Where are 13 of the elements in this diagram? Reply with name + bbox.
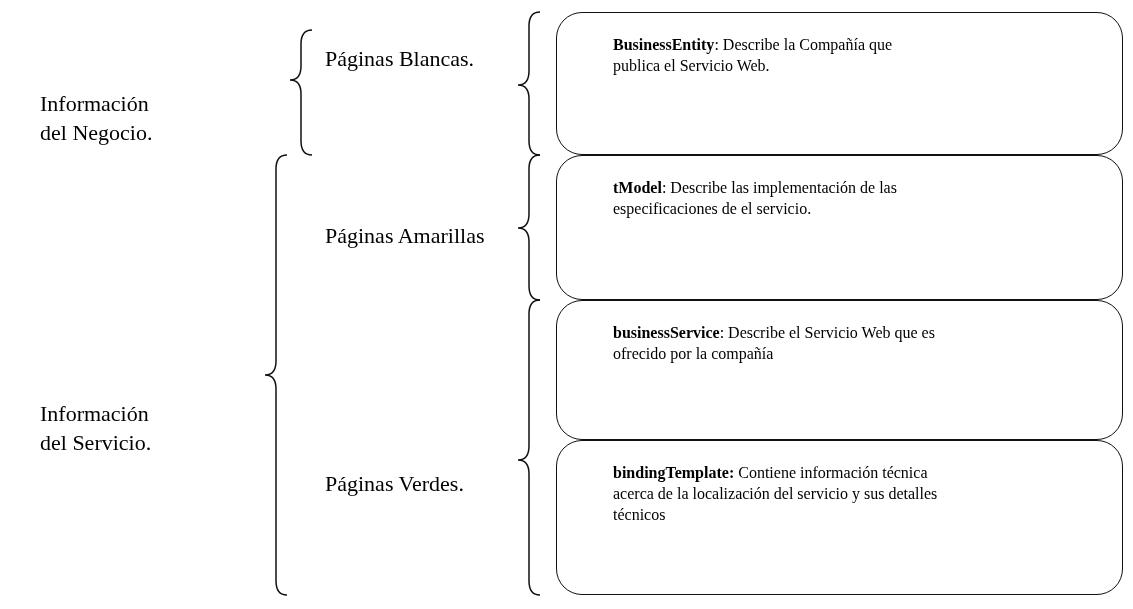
category-label: Información del Servicio.	[40, 400, 153, 457]
category-label: Páginas Verdes.	[325, 470, 465, 498]
category-label: Páginas Amarillas	[325, 222, 486, 250]
box-description: BusinessEntity: Describe la Compañía que publica el Servicio Web.	[613, 35, 894, 77]
category-label: Páginas Blancas.	[325, 45, 476, 73]
rounded-box	[556, 155, 1123, 300]
rounded-box	[556, 12, 1123, 155]
rounded-box	[556, 440, 1123, 595]
box-description: tModel: Describe las implementación de las especificaciones de el servicio.	[613, 178, 898, 220]
category-label: Información del Negocio.	[40, 90, 154, 147]
rounded-box	[556, 300, 1123, 440]
box-description: businessService: Describe el Servicio Web que es ofrecido por la compañía	[613, 323, 936, 365]
box-description: bindingTemplate: Contiene información técnica acerca de la localización del servicio y sus detalles técnicos	[613, 463, 939, 525]
